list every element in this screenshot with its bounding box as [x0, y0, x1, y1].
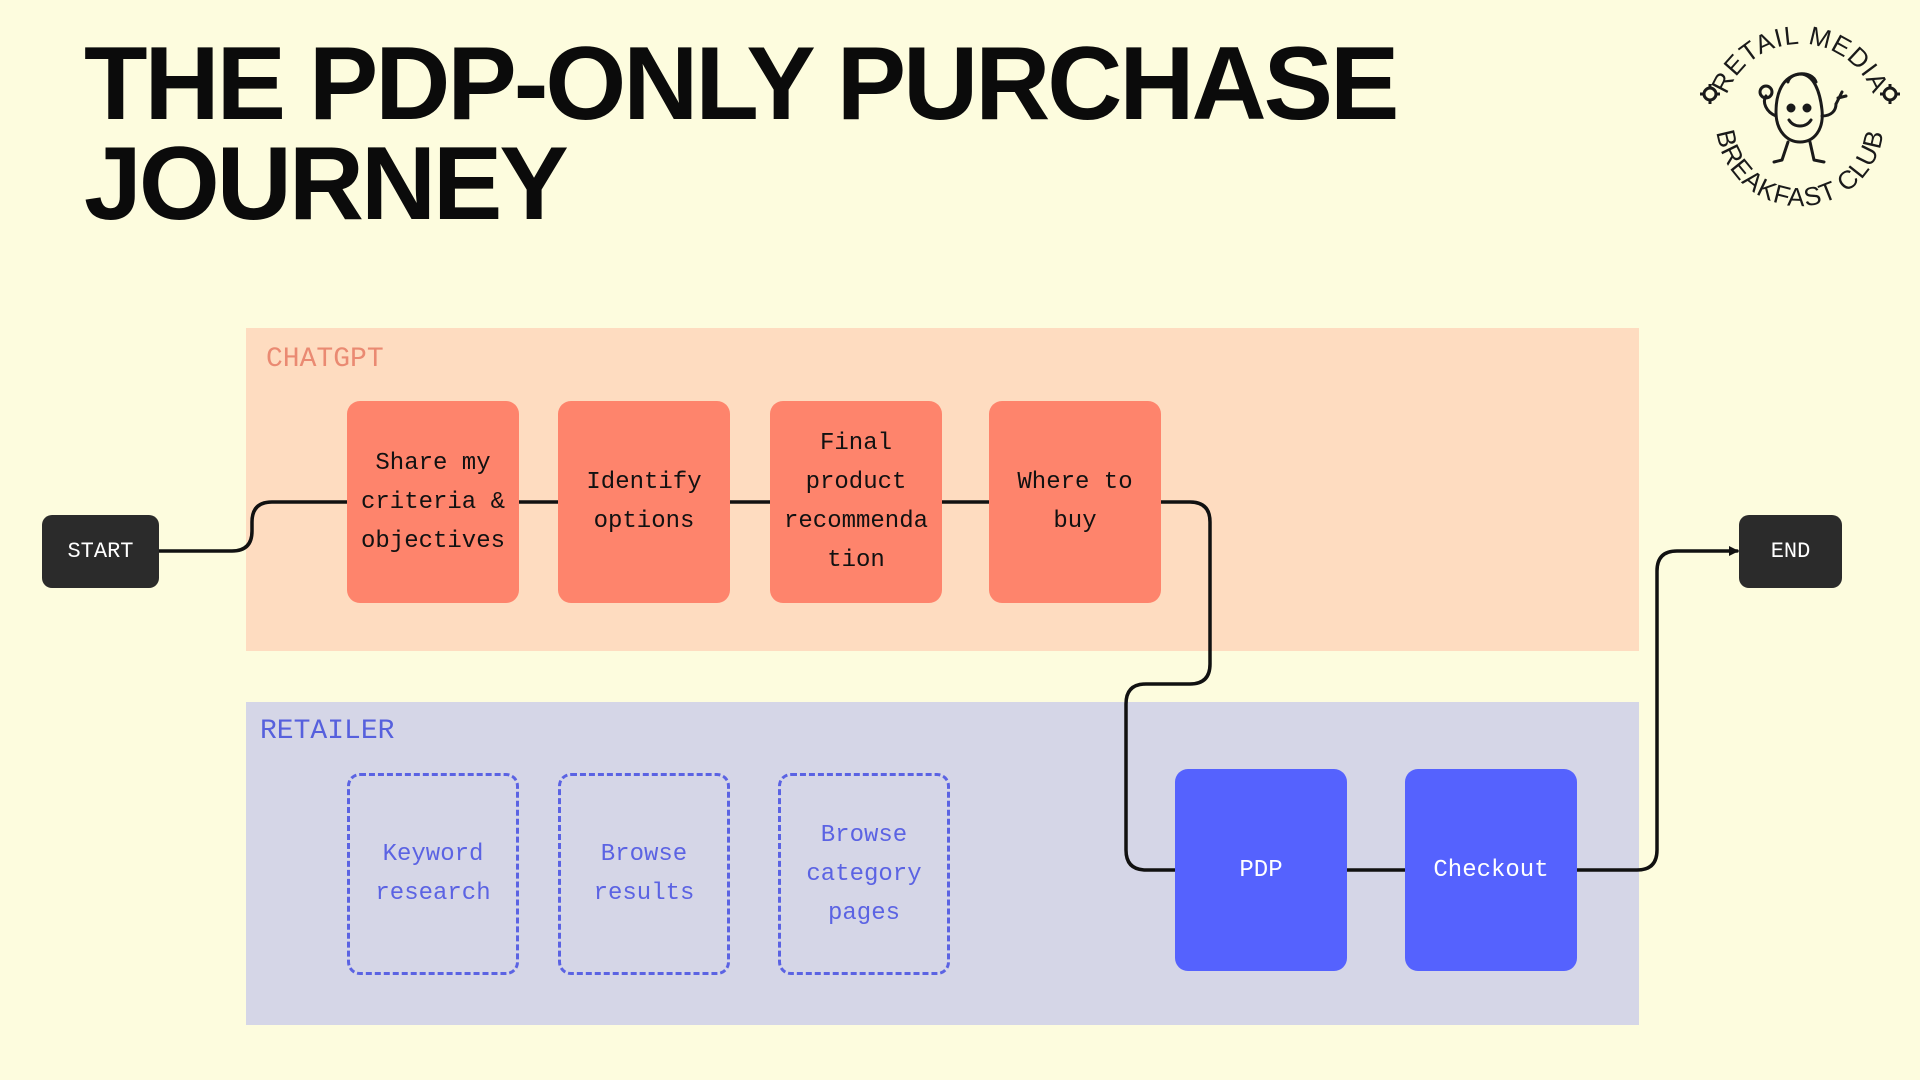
step-label-line: Browse: [820, 821, 908, 849]
step-label-line: Final: [819, 430, 892, 457]
step-share-criteria: Share my criteria & objectives: [347, 401, 519, 603]
step-label-line: objectives: [360, 527, 506, 555]
step-identify-options: Identify options: [558, 401, 730, 603]
step-label-line: category: [806, 860, 922, 888]
step-label-line: pages: [827, 899, 900, 927]
step-where-to-buy: Where to buy: [989, 401, 1161, 603]
step-label-line: Browse: [600, 841, 688, 868]
step-label-line: options: [593, 508, 695, 535]
step-checkout: Checkout: [1405, 769, 1577, 971]
step-keyword-research: Keyword research: [347, 773, 519, 975]
connector-checkout-to-end: [1575, 546, 1739, 872]
gear-icon-left: [1700, 84, 1720, 104]
start-node: START: [42, 515, 159, 588]
step-pdp: PDP: [1175, 769, 1347, 971]
step-label-line: research: [375, 880, 491, 907]
step-label-line: PDP: [1239, 856, 1283, 884]
end-node: END: [1739, 515, 1842, 588]
step-label-line: criteria &: [360, 488, 506, 516]
step-label-line: Identify: [586, 469, 702, 496]
step-label-line: Checkout: [1433, 856, 1549, 884]
step-browse-category-pages: Browse category pages: [778, 773, 950, 975]
step-browse-results: Browse results: [558, 773, 730, 975]
step-label-line: tion: [827, 547, 885, 574]
start-label: START: [67, 539, 134, 564]
step-label-line: Share my: [375, 449, 491, 477]
chatgpt-lane-label: CHATGPT: [266, 344, 384, 375]
step-label-line: Where to: [1017, 469, 1133, 496]
retailer-lane-label: RETAILER: [260, 716, 395, 747]
step-label-line: recommenda: [783, 508, 929, 535]
end-label: END: [1770, 539, 1811, 564]
connector-start-to-criteria: [156, 500, 349, 553]
step-label-line: results: [593, 880, 695, 907]
mascot-icon: [1758, 72, 1848, 164]
page-title-line-2: JOURNEY: [84, 126, 569, 242]
step-final-recommendation: Final product recommenda tion: [770, 401, 942, 603]
gear-icon-right: [1880, 84, 1900, 104]
step-label-line: Keyword: [382, 841, 484, 868]
step-label-line: product: [805, 469, 907, 496]
page-title-line-1: THE PDP-ONLY PURCHASE: [84, 26, 1399, 142]
page-title: THE PDP-ONLY PURCHASE JOURNEY: [84, 26, 1399, 242]
step-label-line: buy: [1053, 508, 1097, 535]
retail-media-breakfast-club-logo: RETAIL MEDIA BREAKFAST CLUB: [1700, 20, 1900, 212]
connector-where-to-buy-to-pdp: [1124, 500, 1212, 872]
